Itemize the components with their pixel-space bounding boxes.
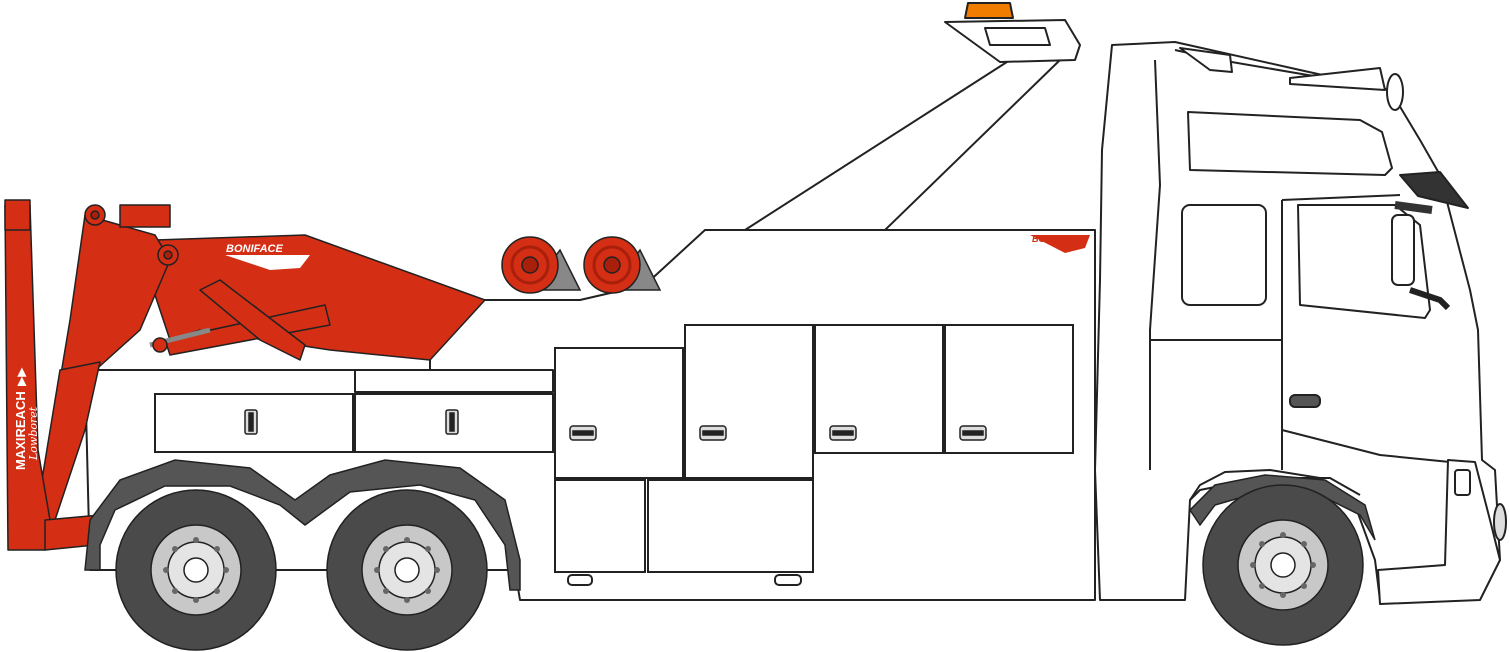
wheels [115, 484, 1364, 651]
winch-drums [501, 236, 662, 294]
cab-rear-window [1181, 204, 1267, 306]
body-brand-text: BONIFACE [1032, 234, 1080, 244]
wheel-rear-2 [326, 489, 488, 651]
light-tower [744, 2, 1081, 231]
locker-8 [647, 479, 814, 573]
boom-brand-text: BONIFACE [226, 243, 284, 255]
crane: BONIFACE [4, 199, 486, 551]
side-mirror [1391, 214, 1415, 286]
wheel-rear-1 [115, 489, 277, 651]
double-right-arrow-icon: ▶▶ [14, 367, 28, 386]
locker-7 [554, 479, 646, 573]
locker-3 [554, 347, 684, 479]
wheel-front [1202, 484, 1364, 646]
pivot-icon [152, 337, 168, 353]
mudguards [84, 459, 1376, 591]
crane-model-label: MAXIREACH ▶▶ Lowboret [13, 367, 40, 470]
crane-model-subtext: Lowboret [27, 406, 40, 461]
cab-upper-window [1187, 111, 1393, 176]
crane-model-text: MAXIREACH [13, 391, 28, 470]
lockers [154, 324, 1074, 586]
locker-handles [244, 409, 987, 441]
door-handle [1289, 394, 1321, 408]
locker-4 [684, 324, 814, 479]
body-brand-logo: BONIFACE [1030, 234, 1090, 253]
beacon-icon [964, 2, 1014, 19]
